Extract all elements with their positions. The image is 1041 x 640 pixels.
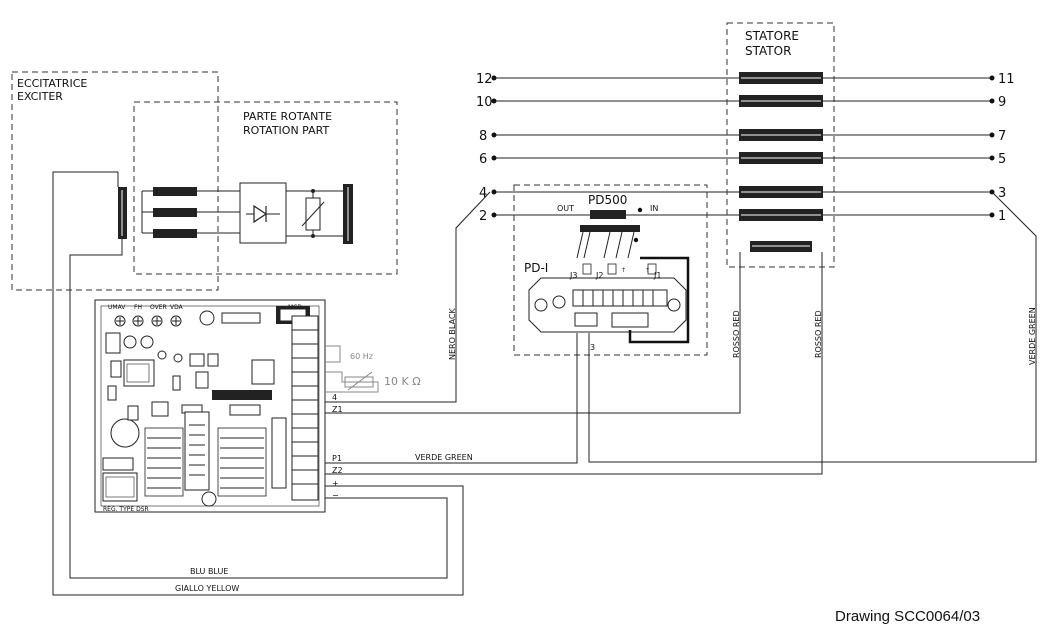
pd-i-arrow-1: ↑ <box>621 267 626 274</box>
label-nero-black: NERO BLACK <box>448 308 457 360</box>
stator-label-it: STATORE <box>745 29 799 43</box>
terminal-3: 3 <box>998 186 1006 201</box>
potentiometer-label: 10 K Ω <box>384 375 421 388</box>
stator-label-en: STATOR <box>745 44 791 58</box>
stator-winding-10-9 <box>491 95 995 107</box>
terminal-10: 10 <box>476 95 493 110</box>
reg-top-label-1: UMAV <box>108 304 126 311</box>
reg-terminal-4: 4 <box>332 393 337 402</box>
frequency-jumper-and-pot: 60 Hz 10 K Ω <box>325 345 421 393</box>
reg-terminal-z2: Z2 <box>332 466 343 475</box>
stator-winding-8-7 <box>491 129 995 141</box>
terminal-9: 9 <box>998 95 1006 110</box>
label-rosso-red-2: ROSSO RED <box>814 310 823 358</box>
reg-top-label-4: VDA <box>170 304 184 311</box>
pd-i-j1: J1 <box>653 271 661 280</box>
pd-i-pin3: 3 <box>590 343 595 352</box>
reg-heatsink-left <box>144 427 184 497</box>
pd-i-arrow-2: ↑ <box>645 267 650 274</box>
label-rosso-red-1: ROSSO RED <box>732 310 741 358</box>
rotating-part-block: PARTE ROTANTE ROTATION PART <box>133 101 398 275</box>
regulator-type-label: REG. TYPE DSR <box>103 506 149 513</box>
terminal-12: 12 <box>476 72 493 87</box>
reg-top-label-2: FH <box>134 304 142 311</box>
reg-terminal-cells <box>292 329 318 485</box>
pd500-polarity-dot <box>637 207 643 213</box>
stator-dashed-border <box>726 22 835 268</box>
wire-nero-black <box>325 191 491 403</box>
exciter-dashed-border <box>11 71 219 291</box>
wire-verde-green-h <box>325 333 578 464</box>
rotating-part-label-it: PARTE ROTANTE <box>243 110 332 123</box>
terminal-11: 11 <box>998 72 1015 87</box>
exciter-block: ECCITATRICE EXCITER <box>11 71 219 291</box>
rotating-part-label-en: ROTATION PART <box>243 124 329 137</box>
stator-block: STATORE STATOR <box>476 22 1015 268</box>
drawing-caption: Drawing SCC0064/03 <box>835 608 980 625</box>
terminal-4: 4 <box>479 186 487 201</box>
reg-top-label-3: OVER <box>150 304 167 311</box>
label-giallo-yellow: GIALLO YELLOW <box>175 584 239 593</box>
pd500-title: PD500 <box>588 193 627 207</box>
pd-i-trimmer <box>552 295 566 309</box>
stator-winding-4-3 <box>491 186 995 198</box>
label-verde-green-vertical: VERDE GREEN <box>1028 307 1037 365</box>
terminal-6: 6 <box>479 152 487 167</box>
exciter-label-it: ECCITATRICE <box>17 77 87 90</box>
rectifier-bridge <box>239 182 287 244</box>
pd500-out-label: OUT <box>557 204 574 213</box>
frequency-label: 60 Hz <box>350 352 373 361</box>
wire-verde-green-v <box>588 191 1037 463</box>
pd500-dashed-border <box>513 184 708 356</box>
label-blu-blue: BLU BLUE <box>190 567 228 576</box>
reg-terminal-z1: Z1 <box>332 405 343 414</box>
stator-winding-6-5 <box>491 152 995 164</box>
pd500-ct-core <box>580 225 640 232</box>
reg-terminal-plus: + <box>332 479 339 488</box>
pd500-block: PD500 OUT IN PD-I J3 J2 J1 ↑ ↑ 3 <box>513 184 708 356</box>
pd500-in-label: IN <box>650 204 658 213</box>
exciter-label-en: EXCITER <box>17 90 63 103</box>
reg-terminal-minus: − <box>332 491 339 500</box>
rotating-part-dashed-border <box>133 101 398 275</box>
terminal-8: 8 <box>479 129 487 144</box>
reg-terminal-block <box>291 315 319 501</box>
pd-i-j2: J2 <box>595 271 603 280</box>
pd-i-j3: J3 <box>569 271 577 280</box>
wire-rosso-red-2 <box>325 252 823 475</box>
pd500-current-transformer <box>590 210 626 219</box>
terminal-5: 5 <box>998 152 1006 167</box>
wire-rosso-red-1 <box>325 252 741 414</box>
stator-winding-2-1 <box>491 209 995 221</box>
stator-winding-12-11 <box>491 72 995 84</box>
terminal-2: 2 <box>479 209 487 224</box>
wire-blu-blue <box>69 239 448 579</box>
regulator-board: UMAV FH OVER VDA MCD <box>94 299 326 513</box>
reg-trimmers <box>114 315 182 327</box>
reg-terminal-p1: P1 <box>332 454 342 463</box>
reg-heatsink-right <box>217 427 267 497</box>
label-verde-green-horizontal: VERDE GREEN <box>415 453 473 462</box>
pd-i-label: PD-I <box>524 261 548 275</box>
terminal-7: 7 <box>998 129 1006 144</box>
reg-transformer <box>189 424 205 476</box>
wire-giallo-yellow <box>52 171 464 596</box>
terminal-1: 1 <box>998 209 1006 224</box>
